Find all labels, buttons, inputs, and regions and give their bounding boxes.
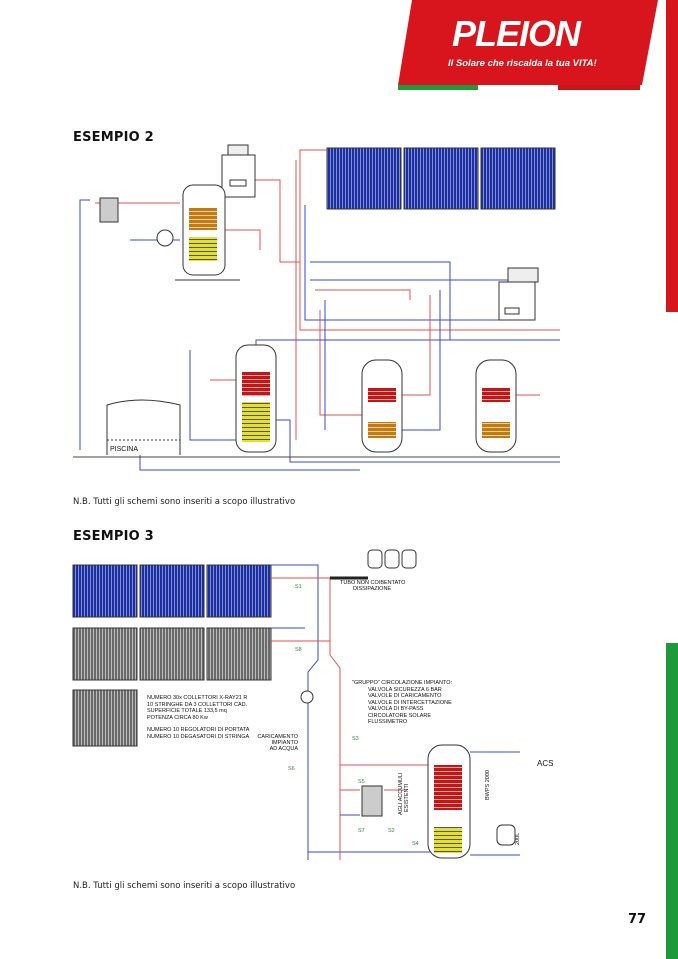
example-2-title: ESEMPIO 2	[73, 130, 154, 145]
expansion-vessels	[367, 549, 417, 569]
svg-text:CIRCOLATORE SOLARE: CIRCOLATORE SOLARE	[368, 713, 431, 719]
tank-label: BWPS 2000	[485, 770, 491, 800]
example-3-note: N.B. Tutti gli schemi sono inseriti a sc…	[73, 881, 296, 891]
pump	[156, 229, 174, 247]
header-green-stripe	[398, 85, 478, 90]
solar-collectors	[326, 147, 556, 210]
storage-tank-1	[175, 184, 240, 281]
svg-text:AD ACQUA: AD ACQUA	[270, 746, 299, 752]
side-red-bar	[666, 0, 678, 312]
sensor-s1: S1	[295, 584, 302, 590]
header-red-stripe	[558, 85, 640, 90]
pipe-label-1: TUBO NON COIBENTATO	[340, 580, 406, 586]
example-2-note: N.B. Tutti gli schemi sono inseriti a sc…	[73, 497, 296, 507]
expansion-label: 200L	[515, 833, 521, 845]
svg-text:FLUSSIMETRO: FLUSSIMETRO	[368, 719, 408, 725]
exchanger-label-1: AGLI ACCUMULI	[398, 772, 404, 815]
loading-label: CARICAMENTO IMPIANTO AD ACQUA	[257, 734, 298, 752]
svg-text:SUPERFICIE TOTALE 133,5 mq: SUPERFICIE TOTALE 133,5 mq	[147, 708, 227, 714]
pipe-label-2: DISSIPAZIONE	[353, 586, 391, 592]
brand-logo: PLEION	[452, 13, 581, 54]
swimming-pool: PISCINA	[106, 399, 181, 455]
svg-text:"GRUPPO" CIRCOLAZIONE IMPIANTO: "GRUPPO" CIRCOLAZIONE IMPIANTO:	[352, 680, 453, 686]
header-banner	[398, 0, 658, 85]
example-3-title: ESEMPIO 3	[73, 529, 154, 544]
sensor-s6: S6	[288, 766, 295, 772]
storage-tank-bwps	[427, 744, 471, 859]
svg-text:POTENZA CIRCA 80 Kw: POTENZA CIRCA 80 Kw	[147, 715, 208, 721]
heat-exchanger	[99, 197, 119, 223]
plate-heat-exchanger	[361, 785, 383, 817]
svg-text:NUMERO 10 DEGASATORI DI STRING: NUMERO 10 DEGASATORI DI STRINGA	[147, 734, 250, 740]
pool-label: PISCINA	[110, 446, 138, 453]
sensor-s3: S3	[352, 736, 359, 742]
circulator-pump	[300, 690, 314, 704]
acs-label: ACS	[537, 759, 553, 768]
pipes	[271, 564, 520, 860]
boiler-1	[221, 144, 256, 198]
sensor-s5: S5	[358, 779, 365, 785]
sensor-s2: S2	[388, 828, 395, 834]
exchanger-label-2: ESISTENTI	[404, 783, 410, 812]
sensor-s7: S7	[358, 828, 365, 834]
svg-text:VALVOLA DI BY-PASS: VALVOLA DI BY-PASS	[368, 706, 424, 712]
svg-text:CARICAMENTO: CARICAMENTO	[257, 734, 298, 740]
sensor-s4: S4	[412, 841, 419, 847]
svg-text:VALVOLA SICUREZZA 6 BAR: VALVOLA SICUREZZA 6 BAR	[368, 687, 442, 693]
storage-tank-3	[361, 359, 403, 453]
collectors-info: NUMERO 30x COLLETTORI X-RAY21 R 10 STRIN…	[147, 695, 250, 740]
svg-text:VALVOLE DI CARICAMENTO: VALVOLE DI CARICAMENTO	[368, 693, 442, 699]
svg-text:10 STRINGHE DA 3 COLLETTORI CA: 10 STRINGHE DA 3 COLLETTORI CAD.	[147, 702, 248, 708]
svg-text:NUMERO 30x COLLETTORI X-RAY21: NUMERO 30x COLLETTORI X-RAY21 R	[147, 695, 247, 701]
boiler-2	[498, 267, 539, 321]
brand-tagline: Il Solare che riscalda la tua VITA!	[448, 58, 597, 69]
solar-collectors-gray	[72, 627, 272, 747]
storage-tank-2	[235, 344, 277, 453]
page-number: 77	[628, 912, 647, 927]
storage-tank-4	[475, 359, 517, 453]
svg-text:IMPIANTO: IMPIANTO	[272, 740, 299, 746]
svg-text:VALVOLE DI INTERCETTAZIONE: VALVOLE DI INTERCETTAZIONE	[368, 700, 452, 706]
expansion-vessel-200l	[496, 824, 516, 846]
solar-collectors-blue	[72, 564, 272, 618]
group-list: "GRUPPO" CIRCOLAZIONE IMPIANTO: VALVOLA …	[352, 680, 453, 725]
side-green-bar	[666, 643, 678, 959]
sensor-s8: S8	[295, 647, 302, 653]
svg-text:NUMERO 10 REGOLATORI DI PORTAT: NUMERO 10 REGOLATORI DI PORTATA	[147, 727, 250, 733]
